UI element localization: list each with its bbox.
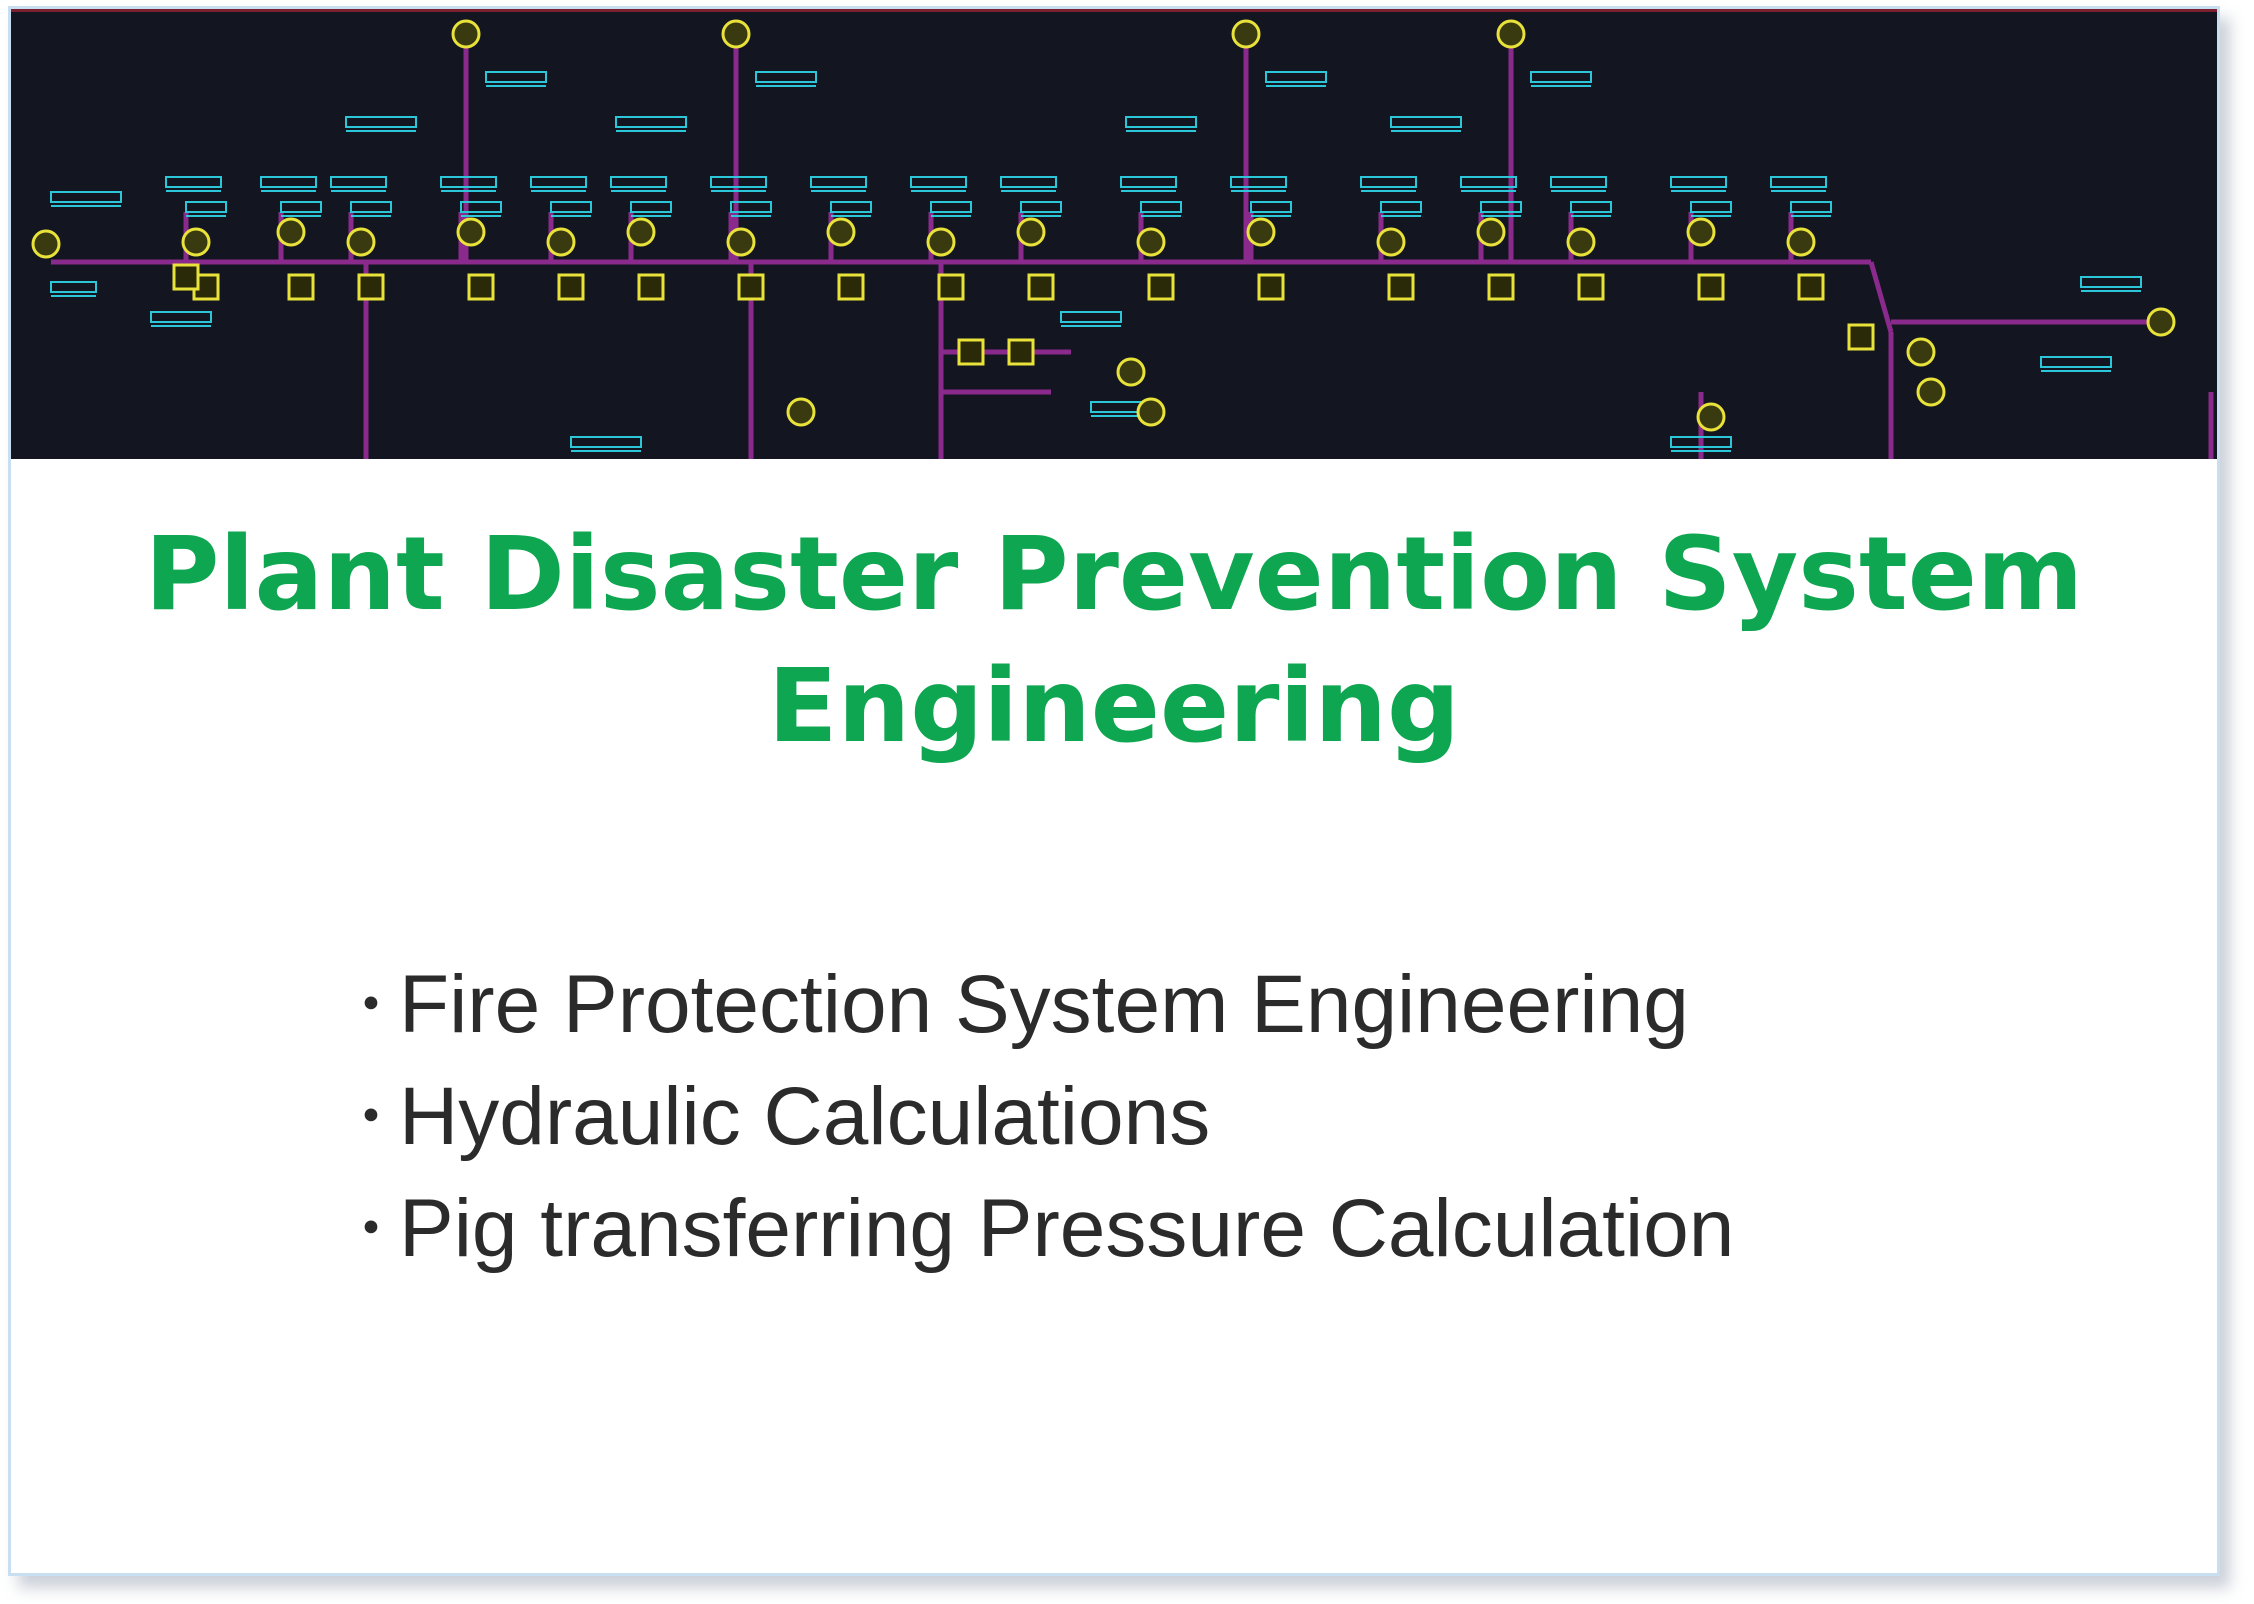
list-item-text: Hydraulic Calculations [399, 1071, 1211, 1162]
bullet-marker: ・ [341, 1084, 401, 1151]
list-item-text: Pig transferring Pressure Calculation [399, 1183, 1735, 1274]
title-line-1: Plant Disaster Prevention System [144, 515, 2084, 634]
piping-network-diagram-icon [31, 19, 2214, 459]
banner-image [11, 9, 2217, 459]
list-item: ・Pig transferring Pressure Calculation [341, 1173, 1734, 1285]
service-list: ・Fire Protection System Engineering ・Hyd… [341, 949, 1734, 1285]
list-item: ・Hydraulic Calculations [341, 1061, 1734, 1173]
list-item-text: Fire Protection System Engineering [399, 959, 1689, 1050]
bullet-marker: ・ [341, 972, 401, 1039]
list-item: ・Fire Protection System Engineering [341, 949, 1734, 1061]
page-title: Plant Disaster Prevention System Enginee… [11, 509, 2217, 773]
bullet-marker: ・ [341, 1196, 401, 1263]
slide-card: Plant Disaster Prevention System Enginee… [8, 6, 2220, 1576]
title-line-2: Engineering [767, 647, 1461, 766]
